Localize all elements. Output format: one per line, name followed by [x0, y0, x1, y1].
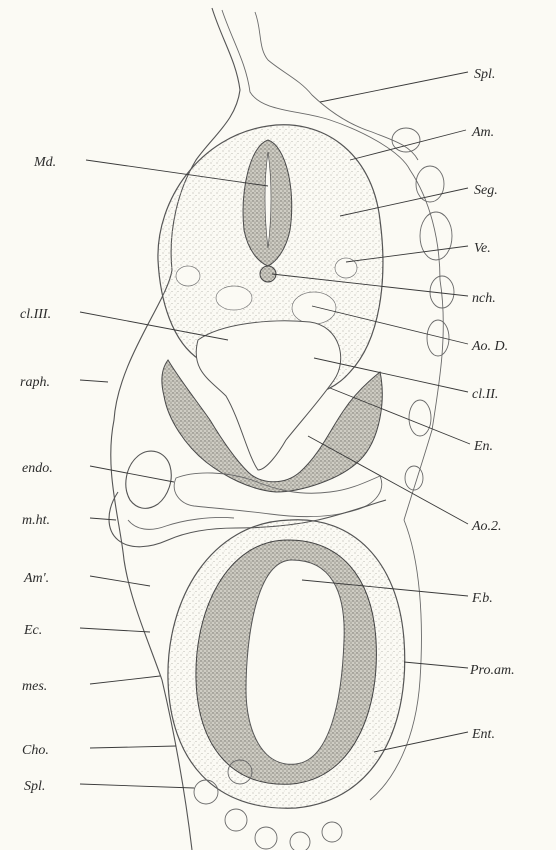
label-am-prime: Am'. — [23, 571, 49, 586]
label-ve: Ve. — [474, 241, 491, 256]
label-md: Md. — [33, 155, 56, 170]
label-nch: nch. — [472, 291, 496, 306]
label-endo: endo. — [22, 461, 53, 476]
label-am: Am. — [471, 125, 494, 140]
label-cl-ii: cl.II. — [472, 387, 498, 402]
dorsal-aorta-left — [216, 286, 252, 310]
endoderm-lower-fold — [174, 473, 382, 517]
label-ec: Ec. — [23, 623, 42, 638]
label-cl-iii: cl.III. — [20, 307, 51, 322]
label-spl-top: Spl. — [474, 67, 495, 82]
dorsal-aorta-right — [292, 292, 336, 324]
label-cho: Cho. — [22, 743, 49, 758]
label-seg: Seg. — [474, 183, 498, 198]
label-pro-am: Pro.am. — [469, 663, 515, 678]
endoderm-folds — [126, 451, 171, 508]
label-m-ht: m.ht. — [22, 513, 50, 528]
label-raph: raph. — [20, 375, 50, 390]
label-mes: mes. — [22, 679, 47, 694]
vein-left — [176, 266, 200, 286]
label-ao-d: Ao. D. — [471, 339, 508, 354]
label-fb: F.b. — [471, 591, 493, 606]
heart-loop-inner — [128, 517, 234, 529]
label-ent: Ent. — [471, 727, 495, 742]
label-en: En. — [473, 439, 493, 454]
right-vesicles — [392, 128, 454, 490]
label-ao-2: Ao.2. — [471, 519, 502, 534]
label-spl-bottom: Spl. — [24, 779, 45, 794]
